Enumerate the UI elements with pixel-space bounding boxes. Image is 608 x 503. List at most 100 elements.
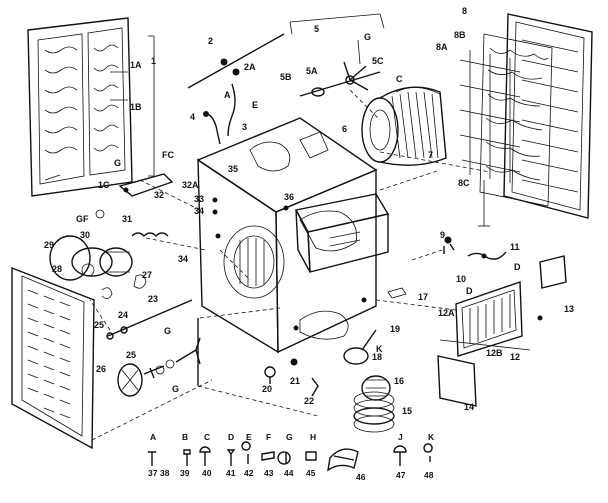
label-5: 5 bbox=[314, 24, 319, 34]
label-12b: 12B bbox=[486, 348, 503, 358]
hw-number-47: 47 bbox=[396, 470, 406, 480]
label-k: K bbox=[376, 344, 383, 354]
hw-number-45: 45 bbox=[306, 468, 316, 478]
label-1c: 1C bbox=[98, 180, 110, 190]
label-34b: 34 bbox=[178, 254, 188, 264]
label-31: 31 bbox=[122, 214, 132, 224]
filter-panel-right bbox=[459, 13, 593, 227]
label-22: 22 bbox=[304, 396, 314, 406]
label-20: 20 bbox=[262, 384, 272, 394]
label-g4: G bbox=[172, 384, 179, 394]
label-11: 11 bbox=[510, 242, 520, 252]
label-16: 16 bbox=[394, 376, 404, 386]
label-g1: G bbox=[114, 158, 121, 168]
label-1: 1 bbox=[151, 56, 156, 66]
hw-letter-b: B bbox=[182, 432, 188, 442]
hw-number-46: 46 bbox=[356, 472, 366, 482]
label-14: 14 bbox=[464, 402, 474, 412]
duct-opening bbox=[294, 193, 390, 273]
label-3: 3 bbox=[242, 122, 247, 132]
hw-number-39: 39 bbox=[180, 468, 190, 478]
hw-number-43: 43 bbox=[264, 468, 274, 478]
label-18: 18 bbox=[372, 352, 382, 362]
hw-letter-e: E bbox=[246, 432, 252, 442]
hw-number-38: 38 bbox=[160, 468, 170, 478]
label-32a: 32A bbox=[182, 180, 199, 190]
hw-letter-c: C bbox=[204, 432, 210, 442]
hw-number-37: 37 bbox=[148, 468, 158, 478]
label-15: 15 bbox=[402, 406, 412, 416]
label-27: 27 bbox=[142, 270, 152, 280]
hardware-row-icons bbox=[148, 441, 433, 472]
hw-letter-d: D bbox=[228, 432, 234, 442]
label-5c: 5C bbox=[372, 56, 384, 66]
label-7: 7 bbox=[428, 150, 433, 160]
hw-number-41: 41 bbox=[226, 468, 236, 478]
label-32: 32 bbox=[154, 190, 164, 200]
control-panel bbox=[387, 236, 567, 407]
front-grille bbox=[11, 266, 95, 450]
fan-shaft bbox=[106, 299, 201, 397]
hw-letter-f: F bbox=[266, 432, 271, 442]
label-9: 9 bbox=[440, 230, 445, 240]
label-29: 29 bbox=[44, 240, 54, 250]
label-33: 33 bbox=[194, 194, 204, 204]
hw-letter-a: A bbox=[150, 432, 156, 442]
label-8: 8 bbox=[462, 6, 467, 16]
label-21: 21 bbox=[290, 376, 300, 386]
label-d2: D bbox=[466, 286, 473, 296]
shaft-assembly bbox=[299, 39, 381, 97]
label-c: C bbox=[396, 74, 403, 84]
hw-letter-k: K bbox=[428, 432, 435, 442]
label-e: E bbox=[252, 100, 258, 110]
label-8b: 8B bbox=[454, 30, 466, 40]
label-12a: 12A bbox=[438, 308, 455, 318]
assembly-lines bbox=[89, 13, 531, 441]
hw-number-44: 44 bbox=[284, 468, 294, 478]
label-34a: 34 bbox=[194, 206, 204, 216]
label-35: 35 bbox=[228, 164, 238, 174]
label-12: 12 bbox=[510, 352, 520, 362]
label-1a: 1A bbox=[130, 60, 142, 70]
label-25a: 25 bbox=[94, 320, 104, 330]
hw-number-40: 40 bbox=[202, 468, 212, 478]
label-25b: 25 bbox=[126, 350, 136, 360]
label-28: 28 bbox=[52, 264, 62, 274]
part-labels: 1 1A 1B 1C 2 2A 3 4 5 5A 5B 5C 6 7 8 8A … bbox=[44, 6, 574, 416]
hw-number-48: 48 bbox=[424, 470, 434, 480]
label-6: 6 bbox=[342, 124, 347, 134]
label-17: 17 bbox=[418, 292, 428, 302]
label-g2: G bbox=[364, 32, 371, 42]
label-4: 4 bbox=[190, 112, 195, 122]
hw-number-42: 42 bbox=[244, 468, 254, 478]
lower-parts bbox=[264, 329, 395, 433]
rods bbox=[187, 33, 285, 145]
label-g3: G bbox=[164, 326, 171, 336]
label-fc: FC bbox=[162, 150, 174, 160]
label-gf: GF bbox=[76, 214, 89, 224]
label-30: 30 bbox=[80, 230, 90, 240]
label-1b: 1B bbox=[130, 102, 142, 112]
filter-panel-left bbox=[27, 17, 155, 197]
hw-letter-h: H bbox=[310, 432, 316, 442]
label-5b: 5B bbox=[280, 72, 292, 82]
hardware-labels: A 37 38 B 39 C 40 D 41 E 42 F 43 G 44 H … bbox=[148, 432, 435, 482]
cabinet bbox=[196, 117, 378, 354]
hw-letter-g: G bbox=[286, 432, 293, 442]
label-26: 26 bbox=[96, 364, 106, 374]
motor-assembly bbox=[49, 173, 174, 299]
label-10: 10 bbox=[456, 274, 466, 284]
label-36: 36 bbox=[284, 192, 294, 202]
label-19: 19 bbox=[390, 324, 400, 334]
label-a: A bbox=[224, 90, 231, 100]
label-24: 24 bbox=[118, 310, 128, 320]
label-5a: 5A bbox=[306, 66, 318, 76]
label-2a: 2A bbox=[244, 62, 256, 72]
label-8a: 8A bbox=[436, 42, 448, 52]
label-23: 23 bbox=[148, 294, 158, 304]
label-8c: 8C bbox=[458, 178, 470, 188]
label-13: 13 bbox=[564, 304, 574, 314]
hw-letter-j: J bbox=[398, 432, 403, 442]
